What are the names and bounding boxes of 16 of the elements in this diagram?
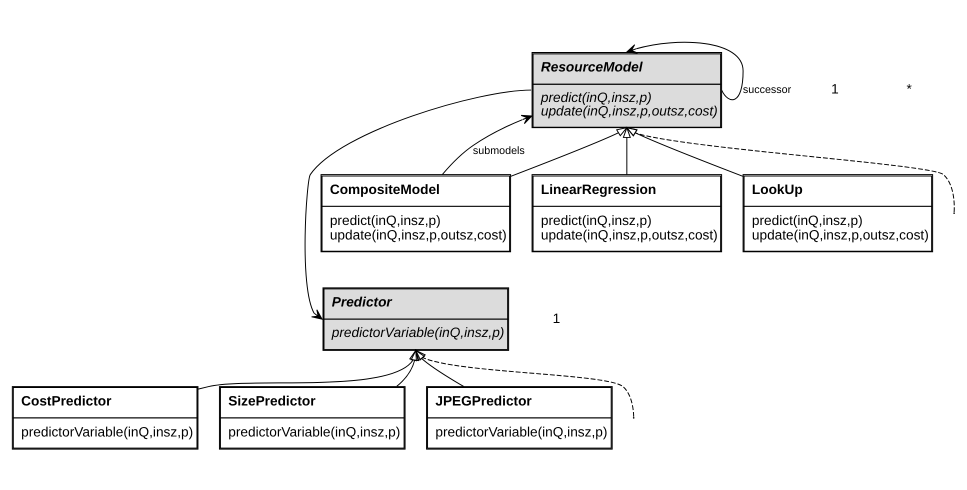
- arrow: [304, 89, 532, 320]
- arrow: [442, 114, 532, 174]
- label: 1: [552, 310, 560, 326]
- arrow: [626, 126, 744, 176]
- arrow: [626, 41, 744, 100]
- arrow: [626, 126, 955, 212]
- edge-label: submodels: [472, 144, 525, 156]
- label: 1: [831, 81, 839, 96]
- label: *: [906, 81, 912, 96]
- arrow: [414, 348, 634, 417]
- arrow: [396, 348, 426, 386]
- arrow: [510, 126, 628, 176]
- arrow: [622, 126, 638, 174]
- arrow: [414, 348, 464, 386]
- arrow: [198, 348, 426, 390]
- edge-label: successor: [742, 83, 792, 96]
